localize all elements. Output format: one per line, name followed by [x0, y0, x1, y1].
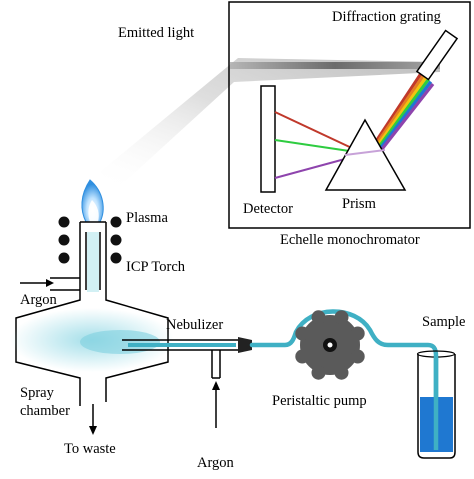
label-argon-torch: Argon — [20, 292, 58, 308]
prism-internal-ray — [344, 149, 386, 156]
waste-arrowhead — [89, 426, 97, 435]
pump-roller — [295, 349, 310, 364]
label-plasma: Plasma — [126, 210, 168, 226]
diffraction-grating — [415, 29, 459, 81]
label-argon-nebulizer: Argon — [197, 455, 235, 471]
detector-plate — [260, 85, 276, 193]
plasma-flame-core — [88, 200, 99, 222]
argon-torch-arrowhead — [46, 279, 54, 287]
pump-roller — [311, 310, 326, 325]
nebulizer — [122, 337, 252, 379]
label-sample: Sample — [422, 314, 466, 330]
spectrum-beam — [371, 71, 435, 154]
spectrum-line — [374, 75, 428, 150]
monochromator-box — [228, 1, 471, 229]
pump-roller — [311, 365, 326, 380]
icp-torch — [50, 221, 107, 291]
spectrum-line — [372, 73, 426, 149]
sample-tubing — [249, 309, 439, 423]
label-emitted-light: Emitted light — [118, 25, 194, 41]
induction-coil — [58, 216, 122, 264]
spectrum-line — [377, 83, 435, 154]
label-nebulizer: Nebulizer — [166, 317, 223, 333]
torch-glow — [87, 232, 99, 292]
pump-roller — [295, 326, 310, 341]
argon-nebulizer-arrowhead — [212, 381, 220, 390]
emitted-light-core — [230, 62, 440, 69]
spectrum-line — [371, 71, 424, 147]
label-peristaltic-pump: Peristaltic pump — [272, 393, 367, 409]
label-icp-torch: ICP Torch — [126, 259, 186, 275]
label-chamber: chamber — [20, 403, 70, 419]
spray-mist-core — [80, 330, 160, 354]
label-detector: Detector — [243, 201, 293, 217]
emitted-light-beam — [100, 58, 440, 188]
label-spray: Spray — [20, 385, 55, 401]
sample-beaker — [417, 354, 456, 459]
label-to-waste: To waste — [64, 441, 116, 457]
pump-roller — [334, 365, 349, 380]
pump-roller — [350, 326, 365, 341]
spectrum-line — [376, 80, 433, 153]
pump-roller — [350, 349, 365, 364]
spectrum-line — [375, 78, 430, 152]
pump-hub-center — [327, 342, 333, 348]
pump-roller — [334, 310, 349, 325]
label-prism: Prism — [342, 196, 377, 212]
label-diffraction-grating: Diffraction grating — [332, 9, 441, 25]
label-echelle-monochromator: Echelle monochromator — [280, 232, 420, 248]
